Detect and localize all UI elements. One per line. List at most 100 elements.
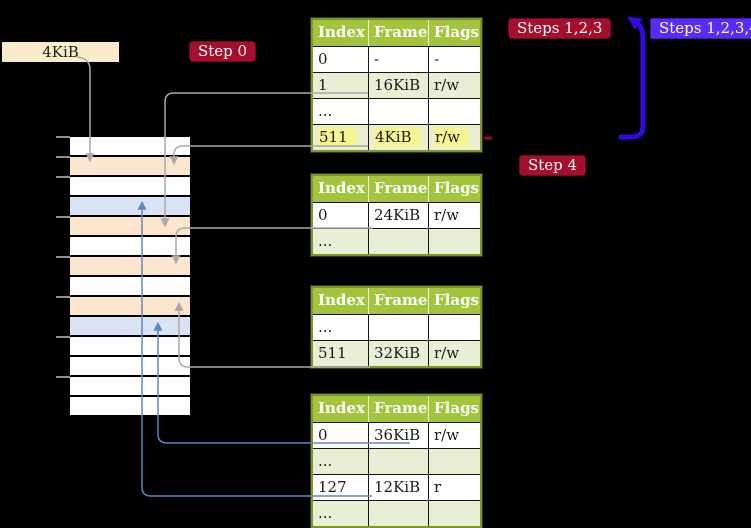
table-cell: 12KiB (368, 475, 428, 500)
table-row: 0 24KiB r/w (313, 202, 480, 228)
table-cell: r/w (428, 423, 480, 448)
cell-text: 32KiB (374, 344, 421, 362)
table-cell: ... (313, 315, 368, 340)
column-header: Flags (428, 20, 480, 46)
column-header: Flags (428, 396, 480, 422)
table-cell: 511 (313, 125, 368, 150)
table-cell: 127 (313, 475, 368, 500)
table-cell: 4KiB (368, 125, 428, 150)
table-cell: 32KiB (368, 341, 428, 366)
table-cell: r/w (428, 125, 480, 150)
table-row: 0 36KiB r/w (313, 422, 480, 448)
table-row: 511 4KiB r/w (313, 124, 480, 150)
table-row: 127 12KiB r (313, 474, 480, 500)
table-cell: r (428, 475, 480, 500)
recursive-mapping-arrow (619, 16, 646, 140)
page-size-box: 4KiB (2, 42, 119, 62)
table-cell (428, 99, 480, 124)
table-cell (428, 315, 480, 340)
cell-text: 511 (318, 127, 357, 147)
memory-frame-row-white (70, 357, 190, 377)
cell-text: 0 (318, 206, 328, 224)
cell-text: - (434, 50, 440, 68)
cell-text: 511 (318, 344, 347, 362)
cell-text: - (374, 50, 380, 68)
table-cell: ... (313, 501, 368, 526)
cell-text: 1 (318, 76, 328, 94)
table-cell (368, 501, 428, 526)
cell-text: r/w (434, 127, 470, 147)
cell-text: r/w (434, 344, 460, 362)
cell-text: 0 (318, 50, 328, 68)
cell-text: ... (318, 318, 333, 336)
memory-frame-row-white (70, 137, 190, 157)
column-header: Frame (368, 176, 428, 202)
table-row: ... (313, 98, 480, 124)
memory-frame-row-blue (70, 197, 190, 217)
table-cell: 36KiB (368, 423, 428, 448)
step4-badge: Step 4 (519, 155, 587, 176)
memory-frame-row-peach (70, 157, 190, 177)
steps1234-badge: Steps 1,2,3,4 (650, 18, 751, 39)
table-cell: 0 (313, 423, 368, 448)
table-row: ... (313, 228, 480, 254)
table-cell (368, 315, 428, 340)
cell-text: 12KiB (374, 478, 421, 496)
cell-text: r/w (434, 426, 460, 444)
table-cell: r/w (428, 341, 480, 366)
cell-text: 24KiB (374, 206, 421, 224)
memory-frame-row-blue (70, 317, 190, 337)
table-cell (428, 229, 480, 254)
table-cell: 0 (313, 47, 368, 72)
memory-frame-row-white (70, 377, 190, 397)
memory-frame-row-peach (70, 217, 190, 237)
memory-frame-row-white (70, 337, 190, 357)
memory-frame-row-peach (70, 297, 190, 317)
memory-frame-row-white (70, 397, 190, 417)
table-cell: r/w (428, 73, 480, 98)
cell-text: ... (318, 452, 333, 470)
table-cell: ... (313, 229, 368, 254)
column-header: Frame (368, 396, 428, 422)
table-cell: ... (313, 449, 368, 474)
memory-frame-row-white (70, 277, 190, 297)
table-row: ... (313, 500, 480, 526)
memory-frame-row-peach (70, 257, 190, 277)
table-cell (428, 501, 480, 526)
column-header: Index (318, 179, 365, 197)
table-cell (368, 99, 428, 124)
cell-text: 4KiB (374, 127, 421, 147)
column-header: Flags (428, 288, 480, 314)
memory-frame-row-white (70, 177, 190, 197)
table-row: 511 32KiB r/w (313, 340, 480, 366)
cell-text: 127 (318, 478, 347, 496)
table-cell (368, 449, 428, 474)
table-cell: 1 (313, 73, 368, 98)
column-header: Index (318, 399, 365, 417)
cell-text: r/w (434, 76, 460, 94)
cell-text: 0 (318, 426, 328, 444)
frame-tick-marks (56, 136, 70, 378)
table-cell: 511 (313, 341, 368, 366)
cell-text: 36KiB (374, 426, 421, 444)
table-cell: 16KiB (368, 73, 428, 98)
column-header: Frame (368, 20, 428, 46)
cell-text: r (434, 478, 442, 496)
table-cell: ... (313, 99, 368, 124)
table-cell: 24KiB (368, 203, 428, 228)
column-header: Frame (368, 288, 428, 314)
memory-frame-row-white (70, 237, 190, 257)
table-cell: r/w (428, 203, 480, 228)
cell-text: r/w (434, 206, 460, 224)
column-header: Index (318, 291, 365, 309)
steps123-badge: Steps 1,2,3 (508, 18, 612, 39)
table-cell: 0 (313, 203, 368, 228)
memory-stack (70, 137, 190, 417)
table-row: ... (313, 314, 480, 340)
